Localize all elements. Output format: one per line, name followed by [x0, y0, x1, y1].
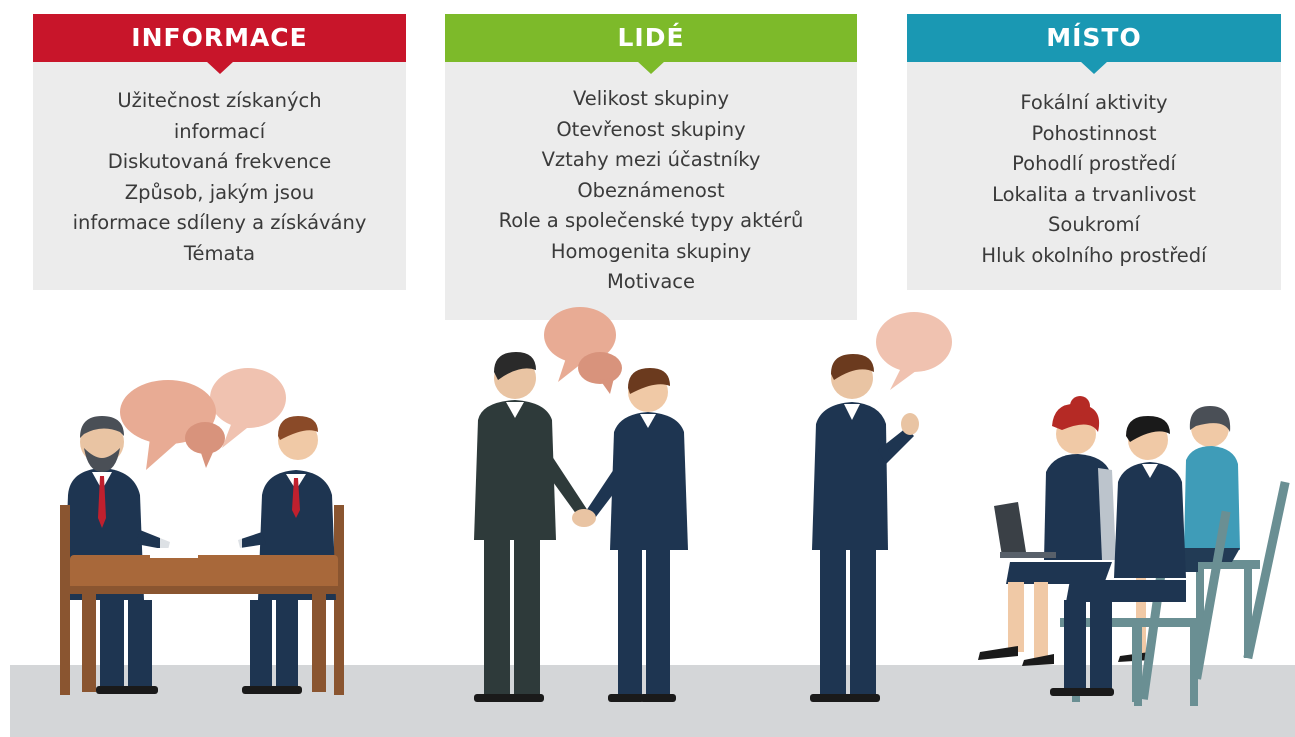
column-title: INFORMACE — [131, 23, 308, 52]
list-item: Velikost skupiny — [572, 87, 730, 110]
column-misto: MÍSTO Fokální aktivity Pohostinnost Poho… — [907, 14, 1281, 290]
man-figure — [572, 368, 688, 702]
list-item: Způsob, jakým jsou — [124, 180, 315, 204]
speech-bubble-icon — [544, 307, 622, 394]
man-figure — [1050, 416, 1186, 696]
list-item: informace sdíleny a získávány — [72, 211, 367, 234]
column-title: LIDÉ — [617, 23, 685, 52]
header-pointer — [637, 61, 665, 74]
speech-bubble-icon — [876, 312, 952, 390]
list-item: Pohodlí prostředí — [1012, 152, 1176, 175]
list-item: Role a společenské typy aktérů — [498, 209, 804, 232]
header-pointer — [1080, 61, 1108, 74]
list-item: Lokalita a trvanlivost — [992, 182, 1196, 206]
list-item: Otevřenost skupiny — [556, 117, 746, 141]
column-body-misto: Fokální aktivity Pohostinnost Pohodlí pr… — [907, 62, 1281, 290]
seated-audience-scene — [978, 396, 1290, 706]
laptop-icon — [994, 502, 1026, 556]
man-figure — [810, 354, 919, 702]
column-header-misto: MÍSTO — [907, 14, 1281, 74]
list-item: Motivace — [606, 270, 696, 293]
table-meeting-scene — [60, 368, 344, 695]
table — [70, 518, 338, 692]
list-item: Témata — [183, 241, 256, 265]
woman-figure — [978, 396, 1116, 666]
column-body-lide: Velikost skupiny Otevřenost skupiny Vzta… — [445, 62, 857, 320]
column-informace: INFORMACE Užitečnost získaných informací… — [33, 14, 406, 290]
list-item: Homogenita skupiny — [550, 239, 752, 263]
column-header-lide: LIDÉ — [445, 14, 857, 74]
column-lide: LIDÉ Velikost skupiny Otevřenost skupiny… — [445, 14, 857, 320]
speech-bubble-icon — [120, 368, 286, 470]
list-item: Hluk okolního prostředí — [981, 243, 1207, 267]
list-item: Diskutovaná frekvence — [107, 150, 332, 173]
column-body-informace: Užitečnost získaných informací Diskutova… — [33, 62, 406, 290]
list-item: Užitečnost získaných — [117, 89, 322, 112]
list-item: Obeznámenost — [577, 178, 725, 202]
column-header-informace: INFORMACE — [33, 14, 406, 74]
header-pointer — [205, 61, 234, 74]
column-title: MÍSTO — [1046, 23, 1142, 52]
list-item: Pohostinnost — [1031, 121, 1157, 145]
list-item: Vztahy mezi účastníky — [541, 148, 761, 171]
speaker-scene — [810, 312, 952, 702]
list-item: Soukromí — [1048, 213, 1140, 236]
list-item: Fokální aktivity — [1020, 91, 1168, 114]
handshake-scene — [474, 307, 688, 702]
man-figure — [474, 352, 590, 702]
list-item: informací — [173, 119, 266, 143]
people-illustration — [10, 307, 1295, 737]
